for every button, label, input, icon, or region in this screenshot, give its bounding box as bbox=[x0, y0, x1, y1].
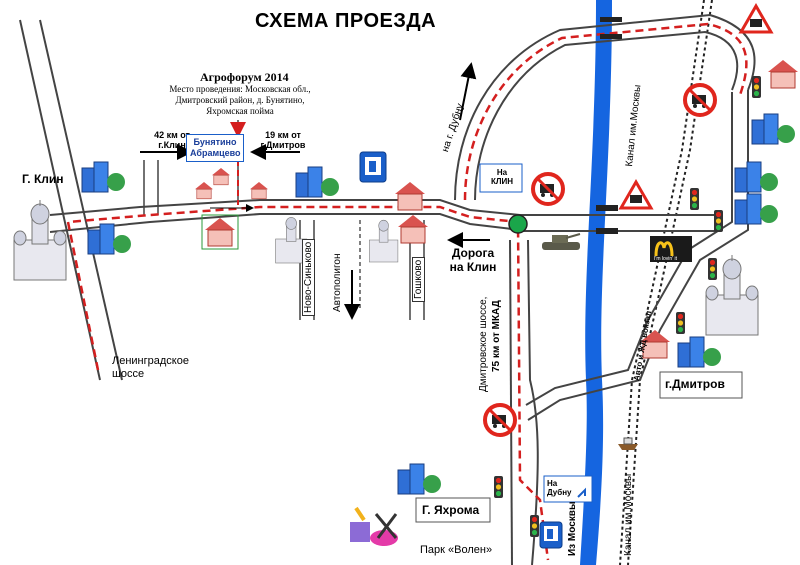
road-west bbox=[49, 199, 521, 216]
road-km-mkad: 75 км от МКАД bbox=[491, 300, 502, 372]
town-dmitrov: г.Дмитров bbox=[665, 377, 725, 391]
house-icon bbox=[398, 215, 428, 244]
village-novo-sinkovo: Ново-Синьково bbox=[302, 238, 315, 316]
page-title: СХЕМА ПРОЕЗДА bbox=[255, 10, 437, 32]
bunyatino-box: Бунятино Абрамцево bbox=[186, 134, 244, 162]
rail-crossing-sign-icon bbox=[618, 178, 654, 210]
city-block-icon bbox=[295, 166, 339, 198]
house-icon bbox=[250, 182, 268, 200]
traffic-light-icon bbox=[708, 258, 717, 280]
distance-dmitrov: 19 км от г.Дмитров bbox=[260, 130, 306, 150]
traffic-light-icon bbox=[494, 476, 503, 498]
house-icon bbox=[195, 182, 213, 200]
road-from-moscow: Из Москвы bbox=[567, 501, 578, 557]
canal-river bbox=[580, 0, 612, 565]
road-dmitrovskoe: Дмитровское шоссе, bbox=[478, 296, 489, 392]
event-venue: Место проведения: Московская обл., Дмитр… bbox=[169, 84, 311, 116]
city-block-icon bbox=[734, 193, 778, 225]
canal-south-label: Канал им.Москвы bbox=[623, 473, 634, 556]
tank-monument-icon bbox=[542, 233, 581, 250]
fuel-station-icon bbox=[359, 151, 387, 183]
roundabout-icon bbox=[508, 214, 528, 234]
village-avtopoligon: Автополигон bbox=[332, 253, 343, 312]
city-block-icon bbox=[397, 463, 441, 495]
distance-klin: 42 км от г.Клин bbox=[154, 130, 190, 150]
traffic-light-icon bbox=[752, 76, 761, 98]
city-block-icon bbox=[751, 113, 795, 145]
mcdonalds-slogan: I'm lovin' it bbox=[654, 256, 678, 262]
town-klin: Г. Клин bbox=[22, 172, 64, 186]
road-to-klin: Дорога на Клин bbox=[449, 246, 497, 274]
town-yakhroma: Г. Яхрома bbox=[422, 503, 480, 517]
no-trucks-sign-icon bbox=[483, 403, 517, 437]
fuel-station-icon bbox=[539, 521, 563, 549]
event-name: Агрофорум 2014 bbox=[200, 70, 289, 84]
mcdonalds-icon bbox=[650, 236, 692, 262]
house-icon bbox=[212, 168, 230, 186]
house-icon bbox=[395, 182, 425, 211]
rail-crossing-sign-icon bbox=[738, 2, 774, 34]
church-icon bbox=[369, 219, 399, 263]
route-line bbox=[66, 205, 550, 561]
church-icon bbox=[13, 200, 67, 281]
city-block-icon bbox=[677, 336, 721, 368]
church-icon bbox=[705, 255, 759, 336]
sign-na-klin: На КЛИН bbox=[490, 168, 514, 186]
no-trucks-sign-icon bbox=[531, 172, 565, 206]
road-leningradskoe: Ленинградское шоссе bbox=[112, 355, 189, 380]
house-icon bbox=[201, 214, 239, 250]
no-trucks-sign-icon bbox=[683, 83, 717, 117]
ship-icon bbox=[618, 437, 638, 450]
traffic-light-icon bbox=[676, 312, 685, 334]
church-icon bbox=[275, 217, 308, 264]
city-block-icon bbox=[81, 161, 125, 193]
park-label: Парк «Волен» bbox=[420, 544, 493, 556]
park-illustration bbox=[350, 506, 398, 546]
north-loop-road bbox=[454, 13, 756, 201]
traffic-light-icon bbox=[690, 188, 699, 210]
leningradskoe-road bbox=[19, 19, 101, 381]
house-icon bbox=[640, 330, 670, 359]
traffic-light-icon bbox=[714, 210, 723, 232]
house-icon bbox=[768, 60, 798, 89]
railway bbox=[627, 0, 713, 565]
dmitrovskoe-road bbox=[509, 239, 513, 565]
city-block-icon bbox=[87, 223, 131, 255]
sign-na-dubnu: На Дубну bbox=[547, 479, 572, 497]
traffic-light-icon bbox=[530, 515, 539, 537]
village-goshkovo: Гошково bbox=[412, 256, 425, 302]
city-block-icon bbox=[734, 161, 778, 193]
